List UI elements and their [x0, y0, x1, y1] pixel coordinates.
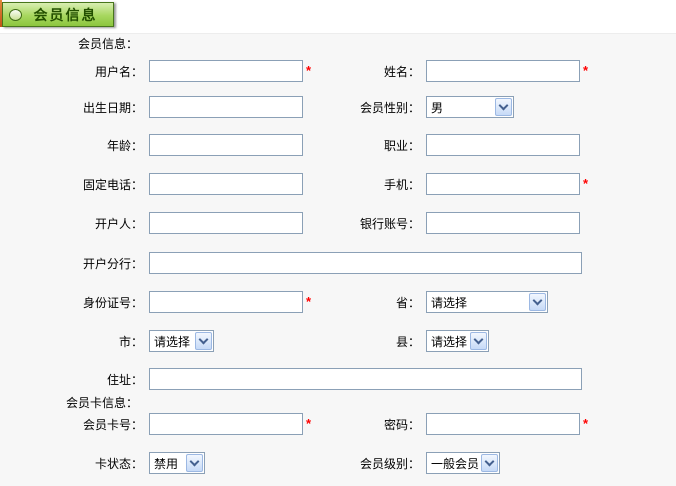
account-holder-label: 开户人：: [94, 216, 143, 231]
landline-input[interactable]: [149, 173, 303, 195]
chevron-down-icon: [529, 293, 546, 311]
left-edge-accent: [0, 0, 2, 27]
name-input[interactable]: [426, 60, 580, 82]
gender-select-value: 男: [431, 100, 444, 115]
id-number-input[interactable]: [149, 291, 303, 313]
username-required-marker: *: [306, 63, 312, 78]
bank-account-label: 银行账号：: [359, 216, 420, 231]
bullet-circle-icon: [9, 8, 22, 21]
mobile-label: 手机：: [383, 177, 420, 192]
county-select-value: 请选择: [431, 334, 468, 349]
age-label: 年龄：: [106, 138, 143, 153]
chevron-down-icon: [495, 98, 512, 116]
card-number-input[interactable]: [149, 413, 303, 435]
occupation-input[interactable]: [426, 134, 580, 156]
bank-account-input[interactable]: [426, 212, 580, 234]
province-select[interactable]: 请选择: [426, 291, 548, 313]
member-level-select[interactable]: 一般会员: [426, 452, 500, 474]
card-status-select[interactable]: 禁用: [149, 452, 205, 474]
card-number-required-marker: *: [306, 416, 312, 431]
landline-label: 固定电话：: [82, 177, 143, 192]
section-member-card-info: 会员卡信息：: [65, 396, 138, 410]
province-select-value: 请选择: [431, 295, 468, 310]
form-row-accountholder-bankaccount: 开户人： 银行账号：: [0, 212, 676, 234]
password-label: 密码：: [383, 417, 420, 432]
password-input[interactable]: [426, 413, 580, 435]
username-input[interactable]: [149, 60, 303, 82]
tab-member-info[interactable]: 会员信息: [2, 2, 114, 27]
name-required-marker: *: [583, 63, 589, 78]
city-select[interactable]: 请选择: [149, 330, 214, 352]
chevron-down-icon: [195, 332, 212, 350]
id-number-required-marker: *: [306, 294, 312, 309]
form-row-landline-mobile: 固定电话： 手机： *: [0, 173, 676, 195]
form-row-username-name: 用户名： * 姓名： *: [0, 60, 676, 82]
member-level-label: 会员级别：: [359, 456, 420, 471]
birthdate-label: 出生日期：: [82, 100, 143, 115]
form-row-bank-branch: 开户分行：: [0, 252, 676, 274]
section-member-info: 会员信息：: [77, 37, 138, 51]
chevron-down-icon: [470, 332, 487, 350]
form-row-cardnumber-password: 会员卡号： * 密码： *: [0, 413, 676, 435]
form-row-cardstatus-memberlevel: 卡状态： 禁用 会员级别： 一般会员: [0, 452, 676, 474]
form-row-birthdate-gender: 出生日期： 会员性别： 男: [0, 96, 676, 118]
name-label: 姓名：: [383, 64, 420, 79]
username-label: 用户名：: [94, 64, 143, 79]
province-label: 省：: [395, 295, 420, 310]
county-label: 县：: [395, 334, 420, 349]
bank-branch-input[interactable]: [149, 252, 582, 274]
tab-label: 会员信息: [33, 6, 98, 23]
occupation-label: 职业：: [383, 138, 420, 153]
chevron-down-icon: [481, 454, 498, 472]
address-input[interactable]: [149, 368, 582, 390]
account-holder-input[interactable]: [149, 212, 303, 234]
form-row-address: 住址：: [0, 368, 676, 390]
form-row-idnumber-province: 身份证号： * 省： 请选择: [0, 291, 676, 313]
city-select-value: 请选择: [154, 334, 191, 349]
county-select[interactable]: 请选择: [426, 330, 489, 352]
age-input[interactable]: [149, 134, 303, 156]
gender-select[interactable]: 男: [426, 96, 514, 118]
card-status-select-value: 禁用: [154, 456, 179, 471]
form-row-age-occupation: 年龄： 职业：: [0, 134, 676, 156]
bank-branch-label: 开户分行：: [82, 256, 143, 271]
member-level-select-value: 一般会员: [431, 456, 480, 471]
id-number-label: 身份证号：: [82, 295, 143, 310]
mobile-required-marker: *: [583, 176, 589, 191]
password-required-marker: *: [583, 416, 589, 431]
city-label: 市：: [118, 334, 143, 349]
header-bar: 会员信息: [0, 0, 676, 34]
card-number-label: 会员卡号：: [82, 417, 143, 432]
card-status-label: 卡状态：: [94, 456, 143, 471]
form-row-city-county: 市： 请选择 县： 请选择: [0, 330, 676, 352]
mobile-input[interactable]: [426, 173, 580, 195]
birthdate-input[interactable]: [149, 96, 303, 118]
chevron-down-icon: [186, 454, 203, 472]
gender-label: 会员性别：: [359, 100, 420, 115]
address-label: 住址：: [106, 372, 143, 387]
